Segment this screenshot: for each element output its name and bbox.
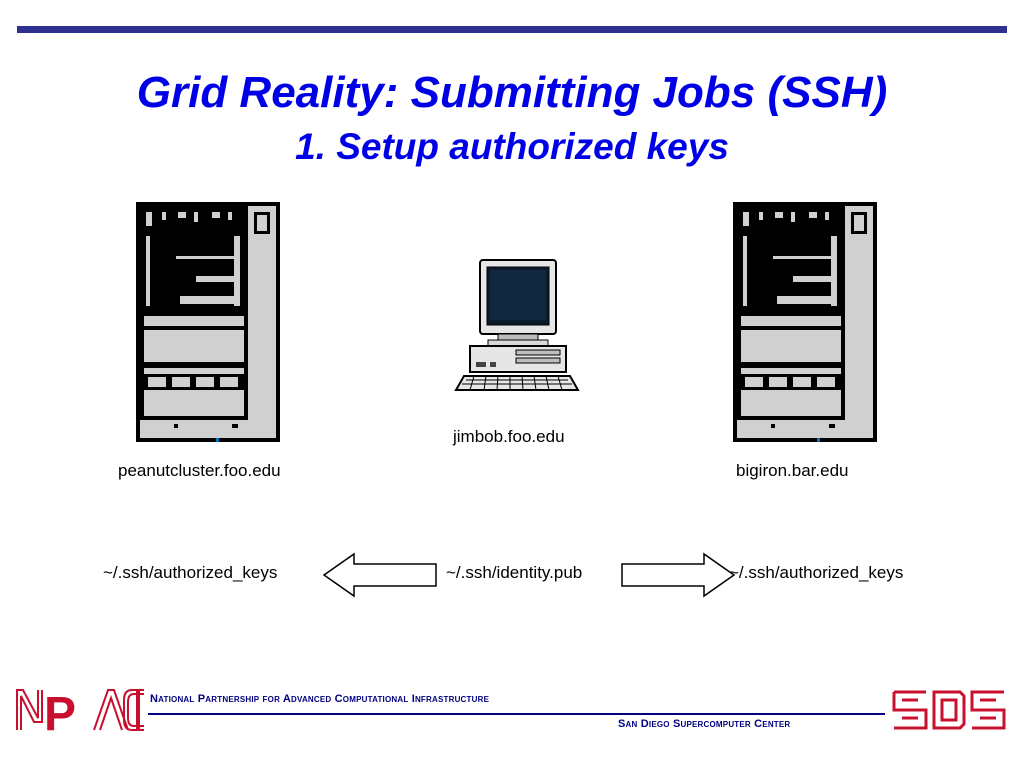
npaci-logo: P [16, 688, 144, 734]
server-rack-icon [136, 202, 280, 442]
slide-title: Grid Reality: Submitting Jobs (SSH) [136, 68, 888, 117]
top-rule [17, 26, 1007, 33]
server-rack-icon [733, 202, 877, 442]
file-label-left-authorized-keys: ~/.ssh/authorized_keys [103, 563, 278, 582]
arrow-left-icon [322, 552, 437, 598]
footer-rule [148, 713, 885, 715]
file-label-identity-pub: ~/.ssh/identity.pub [446, 563, 583, 582]
footer-org-name: National Partnership for Advanced Comput… [150, 693, 490, 705]
host-label-bigiron: bigiron.bar.edu [736, 461, 849, 480]
slide-subtitle: 1. Setup authorized keys [295, 126, 729, 167]
file-label-right-authorized-keys: ~/.ssh/authorized_keys [729, 563, 904, 582]
host-label-peanutcluster: peanutcluster.foo.edu [118, 461, 281, 480]
desktop-computer-icon [454, 259, 580, 391]
host-label-jimbob: jimbob.foo.edu [453, 427, 565, 446]
arrow-right-icon [621, 552, 736, 598]
svg-text:P: P [44, 688, 76, 734]
sdsc-logo [892, 690, 1006, 730]
footer-center-name: San Diego Supercomputer Center [618, 718, 791, 730]
